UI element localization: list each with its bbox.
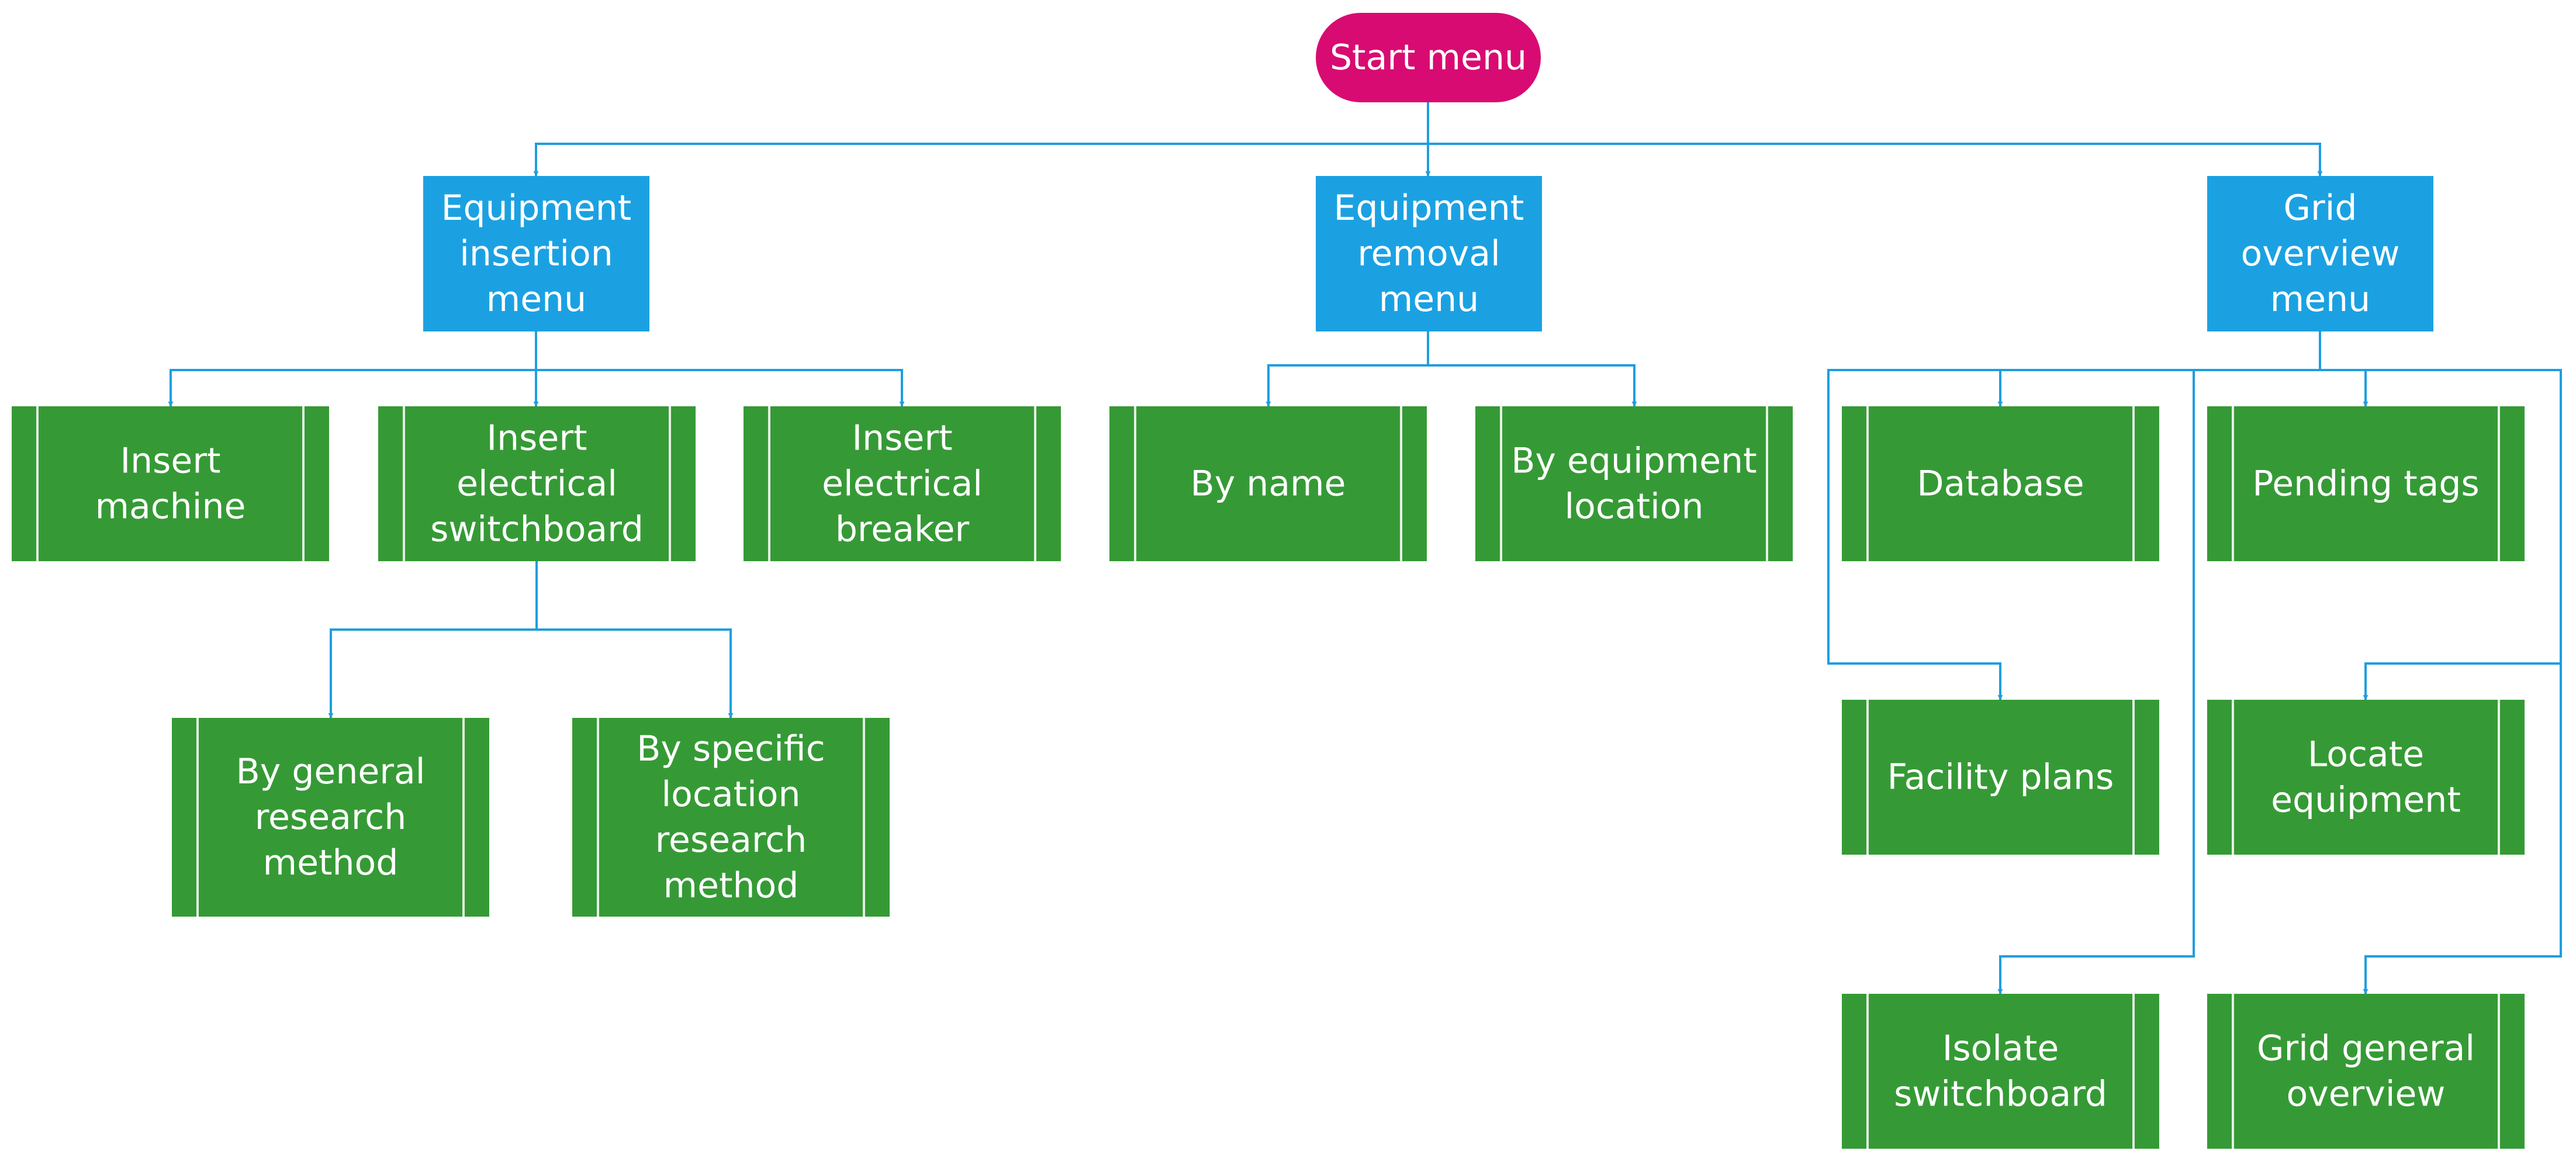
process-box-shape (1842, 406, 2159, 561)
node-label-line: electrical (822, 464, 983, 505)
node-isolate-switchboard[interactable]: Isolate switchboard (1842, 994, 2159, 1149)
process-box-shape (2207, 700, 2525, 855)
process-box-shape (378, 406, 696, 561)
menu-box-shape (1316, 176, 1542, 331)
switchboard-to-general-research-connector (328, 561, 538, 718)
node-label-line: Start menu (1330, 37, 1527, 78)
menu-box-shape (423, 176, 649, 331)
removal-to-by-name-connector (1265, 331, 1429, 407)
node-label-line: Insert (486, 418, 587, 459)
node-label-line: method (263, 842, 399, 883)
node-label-line: breaker (835, 509, 970, 550)
node-facility-plans[interactable]: Facility plans (1842, 700, 2159, 855)
node-label-line: By specific (637, 728, 825, 769)
start-to-insertion-menu-connector (533, 102, 1429, 177)
nodes: Start menuEquipmentinsertionmenuEquipmen… (12, 13, 2525, 1149)
node-label-line: research (255, 797, 407, 838)
node-label-line: method (663, 865, 799, 906)
node-label-line: Grid general (2257, 1028, 2475, 1069)
node-label-line: Insert (120, 441, 220, 482)
node-label-line: By equipment (1511, 441, 1756, 482)
insertion-to-insert-machine-connector (168, 331, 537, 407)
process-box-shape (1475, 406, 1793, 561)
node-label-line: switchboard (430, 509, 644, 550)
process-box-shape (2207, 406, 2525, 561)
node-start[interactable]: Start menu (1316, 13, 1541, 102)
node-label-line: Facility plans (1887, 757, 2114, 798)
grid-to-grid-general-overview-connector (2319, 331, 2562, 994)
process-box-shape (12, 406, 329, 561)
node-label-line: menu (1379, 279, 1479, 320)
node-label-line: switchboard (1894, 1074, 2107, 1115)
switchboard-to-specific-research-connector (535, 561, 734, 718)
process-box-shape (1109, 406, 1427, 561)
node-label-line: location (1564, 486, 1703, 527)
node-label-line: Database (1917, 464, 2084, 505)
node-label-line: insertion (459, 233, 613, 274)
insertion-to-insert-breaker-connector (535, 331, 905, 407)
node-label-line: Grid (2284, 188, 2357, 229)
menu-box-shape (2207, 176, 2433, 331)
start-to-grid-menu-connector (1427, 102, 2323, 177)
node-label-line: location (661, 774, 800, 815)
node-label-line: menu (486, 279, 586, 320)
node-label-line: menu (2270, 279, 2370, 320)
node-label-line: overview (2241, 233, 2400, 274)
process-box-shape (572, 718, 890, 917)
node-label-line: By name (1191, 464, 1346, 505)
node-pending-tags[interactable]: Pending tags (2207, 406, 2525, 561)
node-label-line: By general (236, 751, 426, 792)
start-terminator-shape (1316, 13, 1541, 102)
node-label-line: Locate (2308, 734, 2424, 775)
node-by-name[interactable]: By name (1109, 406, 1427, 561)
node-label-line: electrical (457, 464, 617, 505)
node-label-line: overview (2287, 1074, 2446, 1115)
process-box-shape (1842, 700, 2159, 855)
node-database[interactable]: Database (1842, 406, 2159, 561)
process-box-shape (172, 718, 489, 917)
node-label-line: Insert (852, 418, 952, 459)
removal-to-by-location-connector (1427, 331, 1637, 407)
node-label-line: Isolate (1942, 1028, 2059, 1069)
node-label-line: Equipment (441, 188, 632, 229)
process-box-shape (744, 406, 1061, 561)
node-locate-equipment[interactable]: Locate equipment (2207, 700, 2525, 855)
node-label-line: removal (1357, 233, 1500, 274)
process-box-shape (1842, 994, 2159, 1149)
process-box-shape (2207, 994, 2525, 1149)
connectors (168, 102, 2562, 994)
node-label-line: research (655, 820, 807, 861)
node-label-line: Equipment (1334, 188, 1524, 229)
node-label-line: Pending tags (2252, 464, 2480, 505)
node-label-line: equipment (2271, 780, 2461, 821)
node-grid-general-overview[interactable]: Grid general overview (2207, 994, 2525, 1149)
node-label-line: machine (95, 486, 246, 527)
